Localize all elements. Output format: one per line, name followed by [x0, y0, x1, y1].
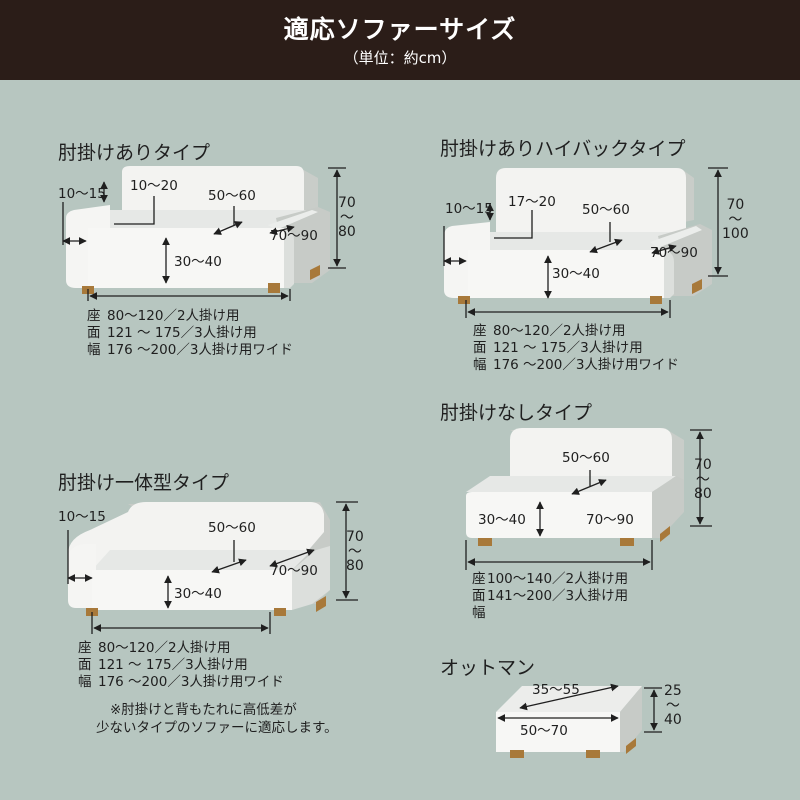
seat-width-row: 80〜120／2人掛け用: [98, 640, 231, 656]
seat-width-row: 176 〜200／3人掛け用ワイド: [98, 674, 284, 690]
integrated-dimension-lines: [67, 501, 358, 634]
integrated-seat-width-table: 座 80〜120／2人掛け用 面 121 〜 175／3人掛け用 幅 176 〜200…: [78, 640, 284, 691]
armrest-depth-label: 70〜90: [270, 228, 318, 244]
ottoman-width-label: 50〜70: [520, 723, 568, 739]
seat-width-row: 80〜120／2人掛け用: [493, 323, 626, 339]
armless-sofa-illustration: [466, 428, 684, 546]
integrated-back-depth-label: 50〜60: [208, 520, 256, 536]
armrest-arm-width-label: 10〜15: [58, 186, 106, 202]
armless-depth-label: 70〜90: [586, 512, 634, 528]
seat-width-key: 幅: [87, 342, 101, 358]
page-title: 適応ソファーサイズ: [283, 15, 517, 44]
armless-total-height-label: 70 〜 80: [694, 457, 712, 503]
highback-sofa-illustration: [444, 168, 712, 304]
ottoman-dimension-lines: [497, 683, 662, 733]
integrated-seat-height-label: 30〜40: [174, 586, 222, 602]
seat-width-key: 面: [78, 657, 92, 673]
highback-seat-height-label: 30〜40: [552, 266, 600, 282]
seat-width-key: 座: [473, 323, 487, 339]
seat-width-row: 121 〜 175／3人掛け用: [98, 657, 248, 673]
seat-width-row: 141〜200／3人掛け用: [487, 588, 629, 604]
seat-width-row: 176 〜200／3人掛け用ワイド: [493, 357, 679, 373]
seat-width-key: 面: [473, 340, 487, 356]
integrated-type-title: 肘掛け一体型タイプ: [58, 472, 230, 494]
armrest-dimension-lines: [62, 167, 346, 301]
highback-type-title: 肘掛けありハイバックタイプ: [440, 138, 686, 160]
highback-seat-width-table: 座 80〜120／2人掛け用 面 121 〜 175／3人掛け用 幅 176 〜200…: [473, 323, 679, 374]
ottoman-top-depth-label: 35〜55: [532, 682, 580, 698]
seat-width-row: 121 〜 175／3人掛け用: [493, 340, 643, 356]
highback-dimension-lines: [443, 167, 728, 318]
highback-total-height-label: 70 〜 100: [722, 197, 749, 243]
armrest-type-title: 肘掛けありタイプ: [58, 142, 211, 164]
seat-width-key: 幅: [472, 605, 486, 621]
ottoman-title: オットマン: [440, 657, 536, 679]
armrest-seat-width-table: 座 80〜120／2人掛け用 面 121 〜 175／3人掛け用 幅 176 〜200…: [87, 308, 293, 359]
highback-back-depth-label: 50〜60: [582, 202, 630, 218]
integrated-note-line-2: 少ないタイプのソファーに適応します。: [96, 720, 338, 736]
armrest-sofa-illustration: [66, 166, 330, 294]
seat-width-key: 座: [472, 571, 486, 587]
armless-back-depth-label: 50〜60: [562, 450, 610, 466]
armrest-total-height-label: 70 〜 80: [338, 195, 356, 241]
seat-width-row: 80〜120／2人掛け用: [107, 308, 240, 324]
armrest-arm-height-label: 10〜20: [130, 178, 178, 194]
seat-width-key: 幅: [78, 674, 92, 690]
integrated-depth-label: 70〜90: [270, 563, 318, 579]
header-banner: 適応ソファーサイズ （単位：約cm）: [0, 0, 800, 80]
seat-width-key: 幅: [473, 357, 487, 373]
integrated-arm-width-label: 10〜15: [58, 509, 106, 525]
integrated-note-line-1: ※肘掛けと背もたれに高低差が: [110, 702, 297, 718]
seat-width-key: 面: [87, 325, 101, 341]
seat-width-row: 176 〜200／3人掛け用ワイド: [107, 342, 293, 358]
armless-dimension-lines: [465, 429, 712, 570]
armrest-back-depth-label: 50〜60: [208, 188, 256, 204]
integrated-total-height-label: 70 〜 80: [346, 529, 364, 575]
seat-width-row: 100〜140／2人掛け用: [487, 571, 629, 587]
highback-arm-height-label: 17〜20: [508, 194, 556, 210]
highback-arm-width-label: 10〜15: [445, 201, 493, 217]
unit-note: （単位：約cm）: [343, 49, 457, 67]
seat-width-key: 座: [87, 308, 101, 324]
seat-width-key: 座: [78, 640, 92, 656]
armrest-seat-height-label: 30〜40: [174, 254, 222, 270]
armless-seat-height-label: 30〜40: [478, 512, 526, 528]
seat-width-key: 面: [472, 588, 486, 604]
seat-width-row: 121 〜 175／3人掛け用: [107, 325, 257, 341]
armless-type-title: 肘掛けなしタイプ: [440, 402, 593, 424]
highback-depth-label: 70〜90: [650, 245, 698, 261]
ottoman-height-label: 25 〜 40: [664, 683, 682, 729]
integrated-sofa-illustration: [68, 502, 330, 616]
